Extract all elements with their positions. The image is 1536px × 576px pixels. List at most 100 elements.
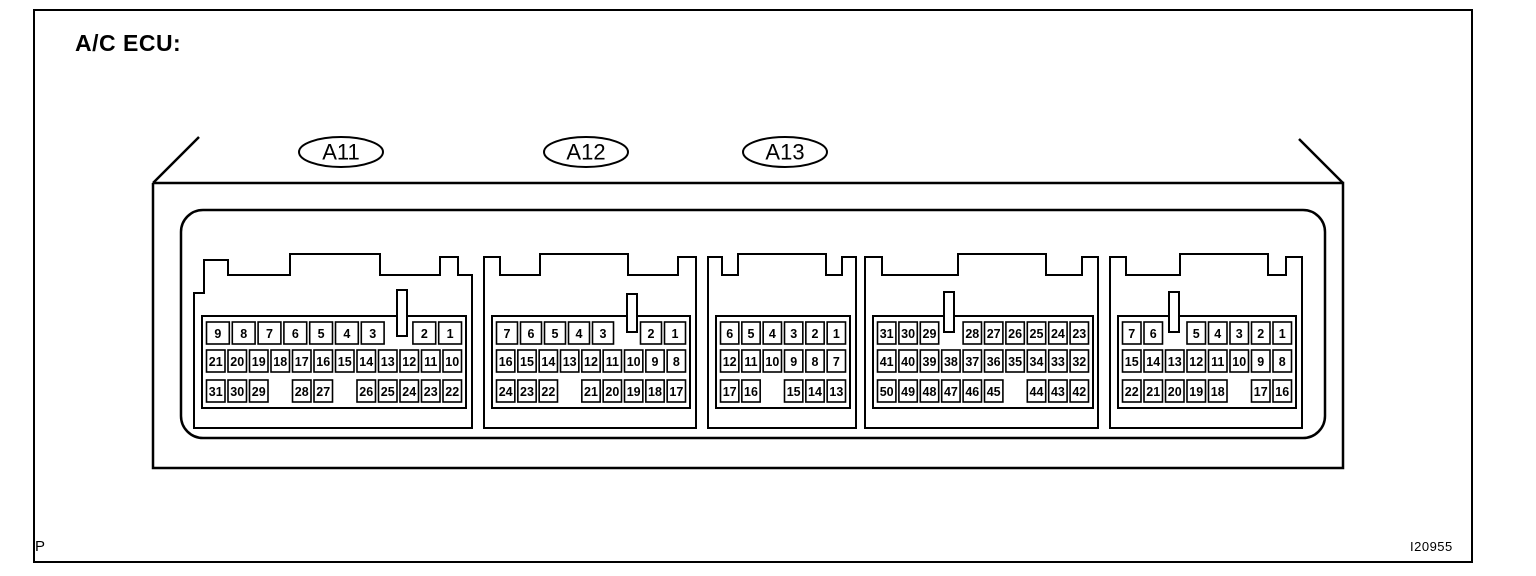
pin-number: 47 xyxy=(944,385,958,399)
pin-cell xyxy=(623,349,644,373)
pin-cell xyxy=(1026,349,1047,373)
pin-number: 15 xyxy=(787,385,801,399)
pin-number: 10 xyxy=(765,355,779,369)
pin-cell xyxy=(898,349,919,373)
pin-number: 29 xyxy=(252,385,266,399)
pin-number: 11 xyxy=(744,355,757,369)
pin-number: 19 xyxy=(1189,385,1203,399)
connector-a12-housing xyxy=(483,253,697,429)
pin-cell xyxy=(1207,349,1228,373)
callout-label-a13: A13 xyxy=(765,140,804,165)
pin-number: 45 xyxy=(987,385,1001,399)
pin-number: 3 xyxy=(369,327,376,341)
pin-cell xyxy=(356,349,377,373)
pin-cell xyxy=(377,379,398,403)
pin-cell xyxy=(205,379,226,403)
pin-number: 38 xyxy=(944,355,958,369)
pin-number: 10 xyxy=(1232,355,1246,369)
pin-number: 43 xyxy=(1051,385,1065,399)
pin-cell xyxy=(360,321,385,345)
pin-cell xyxy=(602,379,623,403)
pin-number: 4 xyxy=(1214,327,1221,341)
pin-number: 17 xyxy=(669,385,683,399)
pin-cell xyxy=(1143,379,1164,403)
pin-cell xyxy=(826,321,847,345)
figure-number: I20955 xyxy=(1410,539,1453,554)
pin-number: 1 xyxy=(672,327,679,341)
pin-cell xyxy=(898,379,919,403)
pin-cell xyxy=(962,379,983,403)
pin-number: 2 xyxy=(1257,327,1264,341)
pin-number: 50 xyxy=(880,385,894,399)
pin-cell xyxy=(356,379,377,403)
pin-cell xyxy=(495,321,519,345)
connector-a11-housing xyxy=(193,253,473,429)
pin-cell xyxy=(876,379,897,403)
pin-cell xyxy=(719,379,740,403)
pin-cell xyxy=(1207,321,1228,345)
pin-cell xyxy=(719,349,740,373)
pin-cell xyxy=(377,349,398,373)
connector-face-outline xyxy=(179,208,1327,440)
pin-cell xyxy=(1186,379,1207,403)
pin-cell xyxy=(826,379,847,403)
pin-cell xyxy=(1047,379,1068,403)
connector-d-latch xyxy=(943,291,955,333)
pin-cell xyxy=(1143,321,1164,345)
diagram-title: A/C ECU: xyxy=(75,30,182,56)
pin-cell xyxy=(205,349,226,373)
pin-cell xyxy=(567,321,591,345)
pin-cell xyxy=(719,321,740,345)
pin-cell xyxy=(783,349,804,373)
pin-number: 17 xyxy=(295,355,309,369)
connector-d-pinfield xyxy=(872,315,1094,409)
pin-cell xyxy=(248,349,269,373)
pin-number: 2 xyxy=(648,327,655,341)
pin-cell xyxy=(1272,379,1293,403)
pin-cell xyxy=(1272,349,1293,373)
connector-d xyxy=(864,253,1099,429)
pin-number: 14 xyxy=(359,355,373,369)
pin-number: 28 xyxy=(965,327,979,341)
pin-number: 7 xyxy=(833,355,840,369)
pin-number: 19 xyxy=(627,385,641,399)
pin-number: 20 xyxy=(1168,385,1182,399)
pin-number: 11 xyxy=(606,355,619,369)
pin-cell xyxy=(741,321,761,345)
pin-number: 49 xyxy=(901,385,915,399)
pin-cell xyxy=(962,349,983,373)
pin-number: 9 xyxy=(790,355,797,369)
pin-number: 13 xyxy=(829,385,843,399)
pin-number: 18 xyxy=(273,355,287,369)
connector-e-housing xyxy=(1109,253,1303,429)
pin-number: 31 xyxy=(209,385,223,399)
callout-label-a11: A11 xyxy=(322,140,360,165)
pin-cell xyxy=(783,321,804,345)
pin-number: 15 xyxy=(1125,355,1139,369)
figure-frame xyxy=(33,9,1473,563)
pin-cell xyxy=(1143,349,1164,373)
pin-number: 15 xyxy=(338,355,352,369)
pin-cell xyxy=(291,379,312,403)
pin-cell xyxy=(270,349,291,373)
connector-a12-pinfield xyxy=(491,315,691,409)
pin-cell xyxy=(495,379,516,403)
pin-cell xyxy=(1164,379,1185,403)
pin-number: 16 xyxy=(744,385,758,399)
pin-cell xyxy=(334,349,355,373)
pin-number: 4 xyxy=(343,327,350,341)
pin-number: 4 xyxy=(576,327,583,341)
ecu-right-bevel xyxy=(1298,138,1344,184)
pin-number: 15 xyxy=(520,355,534,369)
pin-cell xyxy=(1207,379,1228,403)
pin-cell xyxy=(1047,321,1068,345)
pin-cell xyxy=(805,349,825,373)
pin-number: 12 xyxy=(723,355,737,369)
pin-cell xyxy=(412,321,437,345)
pin-number: 34 xyxy=(1030,355,1044,369)
pin-number: 46 xyxy=(965,385,979,399)
pin-cell xyxy=(437,321,463,345)
pin-number: 11 xyxy=(1211,355,1224,369)
pin-cell xyxy=(313,349,334,373)
